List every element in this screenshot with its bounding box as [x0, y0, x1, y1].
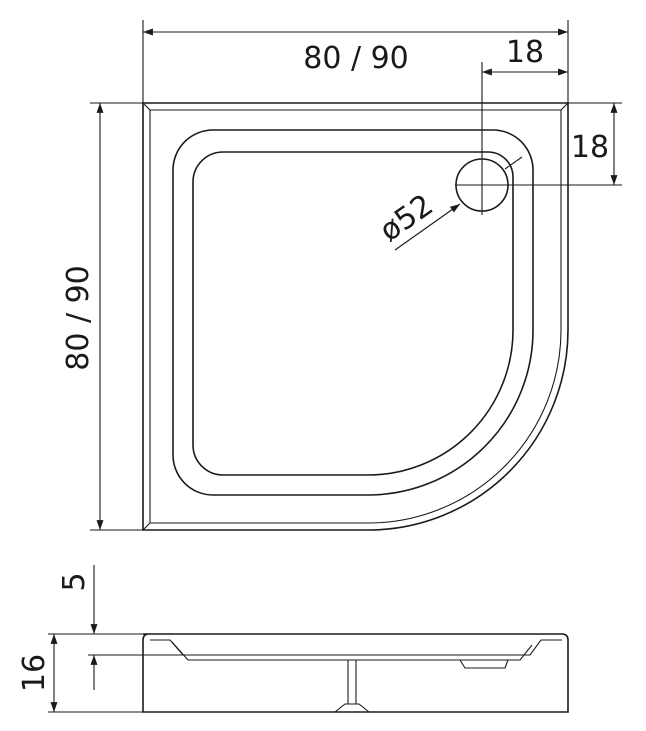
dimension-drain-offset-y: 18: [455, 102, 622, 186]
basin-outer-wall: [172, 129, 534, 496]
tray-top-view: [142, 102, 569, 531]
dimension-drain-offset-x: 18: [481, 35, 568, 215]
left-height-label: 80 / 90: [61, 265, 96, 371]
top-width-label: 80 / 90: [303, 41, 409, 76]
profile-outline: [142, 633, 569, 713]
dimension-profile-total-height: 16: [17, 633, 143, 713]
drain-offset-y-label: 18: [571, 130, 609, 165]
basin-floor: [192, 151, 514, 476]
profile-basin-floor: [171, 641, 533, 661]
dimension-left-height: 80 / 90: [61, 102, 143, 531]
dimension-profile-rim-height: 5: [57, 565, 183, 690]
drain-diameter-label: ø52: [373, 188, 439, 249]
tray-side-profile: [142, 633, 569, 713]
drain-offset-x-label: 18: [506, 35, 544, 70]
dimension-top-width: 80 / 90: [142, 20, 569, 103]
tray-rim-line: [149, 109, 562, 524]
profile-basin-top: [150, 639, 562, 656]
profile-drain-pocket: [459, 659, 509, 669]
profile-total-height-label: 16: [17, 654, 52, 692]
profile-rim-height-label: 5: [57, 572, 92, 591]
tray-outer-edge: [142, 102, 569, 531]
